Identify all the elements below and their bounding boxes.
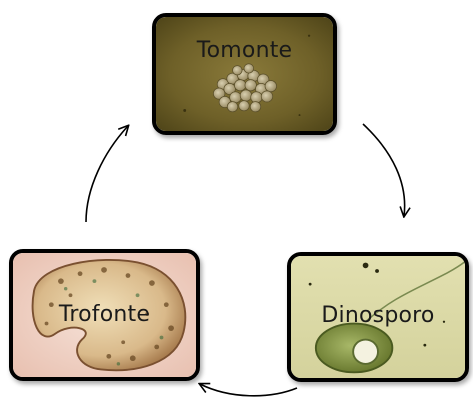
arrow-dinosporo-to-trofonte	[200, 384, 297, 396]
arrow-trofonte-to-tomonte	[86, 126, 128, 222]
arrow-tomonte-to-dinosporo	[363, 124, 405, 216]
